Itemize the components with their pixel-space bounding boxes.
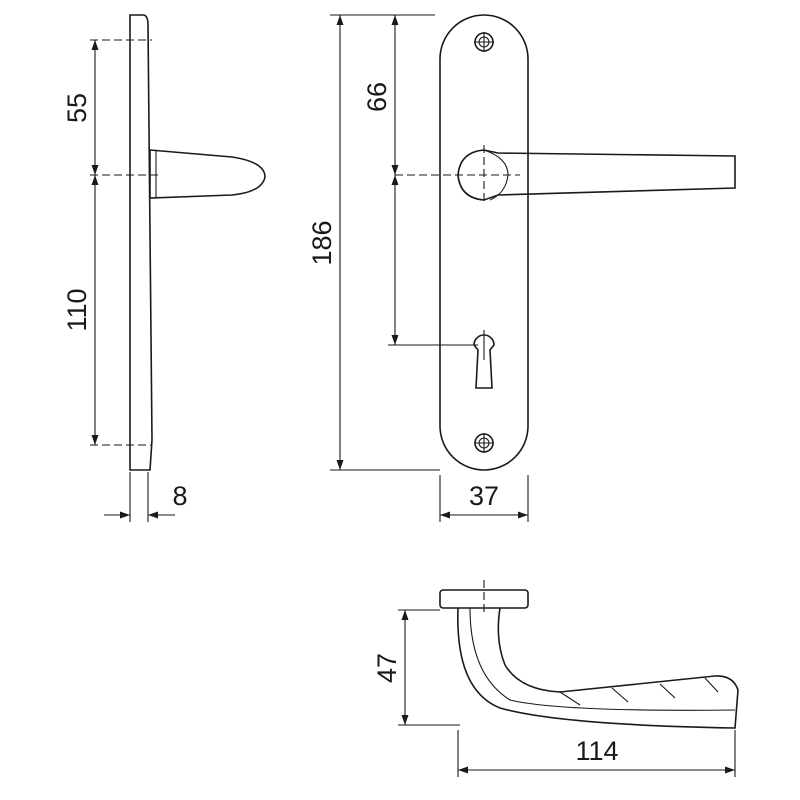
dim-label-37: 37 — [469, 481, 499, 511]
dim-label-110: 110 — [62, 288, 92, 331]
side-plate — [129, 14, 153, 471]
screw-bottom-icon — [474, 433, 494, 453]
keyhole-icon — [473, 330, 495, 389]
front-lever — [457, 149, 736, 201]
dim-label-114: 114 — [575, 736, 618, 766]
screw-top-icon — [474, 32, 494, 52]
dim-label-47: 47 — [372, 653, 402, 683]
front-view: 186 66 37 — [307, 14, 736, 522]
top-view: 47 114 — [372, 580, 739, 777]
dim-label-186: 186 — [307, 220, 337, 265]
dim-label-8: 8 — [172, 481, 187, 511]
side-view: 55 110 8 — [62, 14, 266, 522]
side-handle-stub — [149, 149, 266, 199]
dim-label-66: 66 — [362, 82, 392, 112]
top-lever — [457, 607, 739, 729]
front-plate — [439, 14, 529, 471]
dim-label-55: 55 — [62, 93, 92, 123]
